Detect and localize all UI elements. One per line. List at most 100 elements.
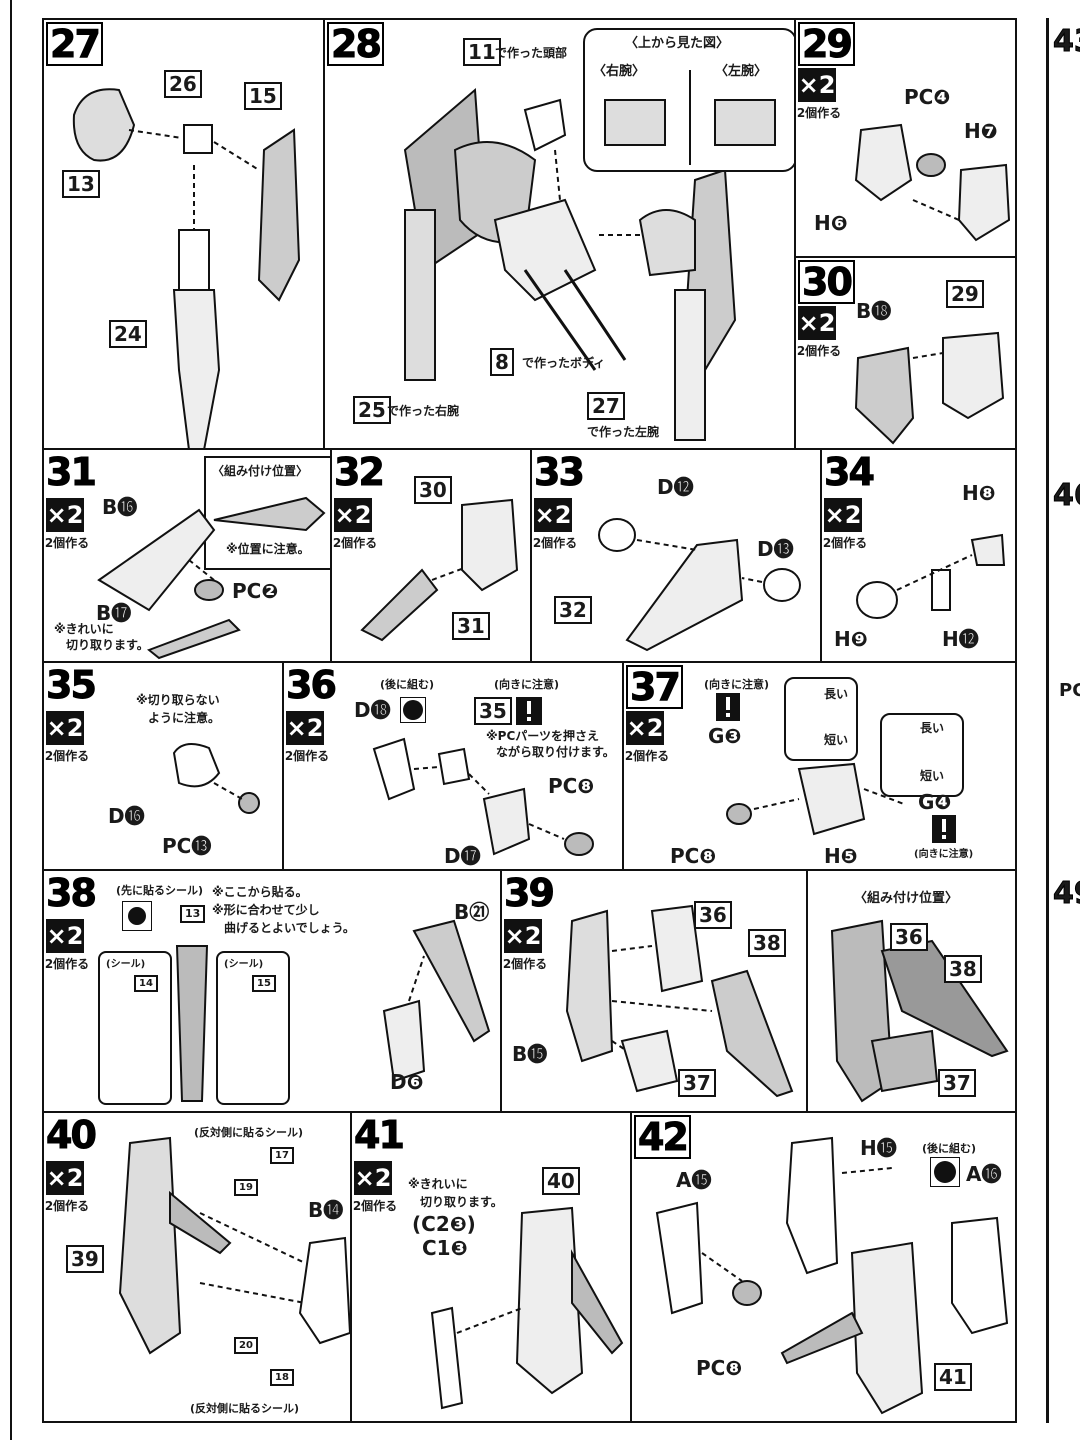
g4-part-label: G❹ bbox=[918, 790, 952, 814]
seal-note-line2: ※形に合わせて少し bbox=[212, 903, 320, 917]
c23-part-label: (C2❸) bbox=[412, 1212, 476, 1236]
multiplier-caption: 2個作る bbox=[44, 536, 90, 550]
seal-label-left: (シール) bbox=[106, 959, 146, 970]
part-27-label: 27 bbox=[587, 392, 625, 420]
part-13-label: 13 bbox=[62, 170, 100, 198]
exclamation-icon-2 bbox=[932, 815, 956, 843]
step-number: 29 bbox=[798, 22, 855, 66]
multiplier-badge: ×2 bbox=[46, 711, 84, 745]
step-42-panel: 42 A⓯ PC❽ H⓯ (後に組む) A⓰ 41 bbox=[630, 1111, 1017, 1423]
seal-19-label: 19 bbox=[234, 1179, 258, 1196]
pc-note-line2: ながら取り付けます。 bbox=[496, 745, 615, 759]
step-28-panel: 28 〈上から見た図〉 bbox=[323, 18, 796, 450]
step-number: 41 bbox=[354, 1113, 406, 1157]
position-note: ※位置に注意。 bbox=[226, 542, 310, 556]
step-number: 32 bbox=[334, 450, 386, 494]
seal-label-right: (シール) bbox=[224, 959, 264, 970]
pc8-part-label: PC❽ bbox=[670, 844, 717, 868]
part-36-label: 36 bbox=[694, 901, 732, 929]
step-31-panel: 31 ×2 2個作る 〈組み付け位置〉 ※位置に注意。 B⓰ PC❷ B⓱ ※き… bbox=[42, 448, 332, 663]
cut-note-line1: ※きれいに bbox=[408, 1177, 468, 1191]
seal-18-label: 18 bbox=[270, 1369, 294, 1386]
seal-15-label: 15 bbox=[252, 975, 276, 992]
multiplier-badge: ×2 bbox=[46, 1161, 84, 1195]
multiplier-caption: 2個作る bbox=[796, 344, 842, 358]
h7-part-label: H❼ bbox=[964, 119, 998, 143]
h15-part-label: H⓯ bbox=[860, 1136, 897, 1160]
part-35-ref: 35 bbox=[474, 697, 512, 725]
step-number: 33 bbox=[534, 450, 586, 494]
seal-13-label: 13 bbox=[180, 905, 206, 923]
g4-length-callout bbox=[880, 713, 964, 797]
step-37-illustration bbox=[724, 749, 954, 859]
g4-short-label: 短い bbox=[920, 769, 945, 783]
seal-note-line3: 曲げるとよいでしょう。 bbox=[224, 921, 355, 935]
step-39-illustration bbox=[552, 891, 802, 1111]
part-15-label: 15 bbox=[244, 82, 282, 110]
step-35-panel: 35 ×2 2個作る ※切り取らない ように注意。 D⓰ PC⓭ bbox=[42, 661, 284, 871]
part-36-label-2: 36 bbox=[890, 923, 928, 951]
cut-note-line2: 切り取ります。 bbox=[66, 638, 149, 652]
step-36-illustration bbox=[364, 729, 614, 869]
h9-part-label: H❾ bbox=[834, 627, 868, 651]
black-circle-icon bbox=[929, 1156, 961, 1188]
multiplier-badge: ×2 bbox=[798, 68, 836, 102]
b15-part-label: B⓯ bbox=[512, 1042, 548, 1066]
pc13-part-label: PC⓭ bbox=[162, 834, 212, 858]
b16-part-label: B⓰ bbox=[102, 495, 138, 519]
part-25-label: 25 bbox=[353, 396, 391, 424]
part-30-label: 30 bbox=[414, 476, 452, 504]
step-34-illustration bbox=[852, 510, 1012, 640]
step-33-illustration bbox=[587, 490, 817, 660]
step-30-illustration bbox=[848, 318, 1013, 448]
d18-part-label: D⓲ bbox=[354, 698, 391, 722]
multiplier-caption: 2個作る bbox=[44, 957, 90, 971]
step-32-illustration bbox=[352, 480, 527, 660]
left-arm-label: 〈左腕〉 bbox=[715, 64, 768, 79]
step-number-49: 49 bbox=[1053, 876, 1080, 912]
part-39-label: 39 bbox=[66, 1245, 104, 1273]
step-38-illustration bbox=[324, 891, 499, 1111]
seal-20-label: 20 bbox=[234, 1337, 258, 1354]
part-29-label: 29 bbox=[946, 280, 984, 308]
part-26-label: 26 bbox=[164, 70, 202, 98]
step-40-panel: 40 ×2 2個作る (反対側に貼るシール) 17 19 B⓮ 39 20 18… bbox=[42, 1111, 352, 1423]
multiplier-badge: ×2 bbox=[798, 306, 836, 340]
part-31-label: 31 bbox=[452, 612, 490, 640]
step-29-panel: 29 ×2 2個作る PC❹ H❼ H❻ bbox=[794, 18, 1017, 258]
step-number: 42 bbox=[634, 1115, 691, 1159]
black-circle-icon bbox=[399, 696, 427, 724]
multiplier-badge: ×2 bbox=[534, 498, 572, 532]
seal-14-inset bbox=[98, 951, 172, 1105]
part-41-label: 41 bbox=[934, 1363, 972, 1391]
step-41-illustration bbox=[422, 1193, 627, 1418]
step-41-panel: 41 ×2 2個作る ※きれいに 切り取ります。 (C2❸) C1❸ 40 bbox=[350, 1111, 632, 1423]
multiplier-badge: ×2 bbox=[46, 498, 84, 532]
opposite-seal-label: (反対側に貼るシール) bbox=[194, 1126, 304, 1139]
g3-part-label: G❸ bbox=[708, 724, 742, 748]
step-number: 40 bbox=[46, 1113, 98, 1157]
part-32-label: 32 bbox=[554, 596, 592, 624]
right-page-edge: 43 46 PC 49 bbox=[1046, 18, 1080, 1423]
panel-divider bbox=[806, 871, 808, 1111]
step-number: 31 bbox=[46, 450, 98, 494]
step-number-43: 43 bbox=[1053, 24, 1080, 60]
pc8-part-label: PC❽ bbox=[548, 774, 595, 798]
step-34-panel: 34 ×2 2個作る H❽ H❾ H⓬ bbox=[820, 448, 1017, 663]
multiplier-badge: ×2 bbox=[46, 919, 84, 953]
body-caption: で作ったボディ bbox=[522, 356, 606, 370]
multiplier-badge: ×2 bbox=[286, 711, 324, 745]
g3-length-callout bbox=[784, 677, 858, 761]
step-33-panel: 33 ×2 2個作る D⓬ D⓭ 32 bbox=[530, 448, 822, 663]
step-42-right-illustration bbox=[772, 1133, 1012, 1418]
pc2-part-label: PC❷ bbox=[232, 579, 279, 603]
step-35-illustration bbox=[124, 733, 274, 833]
step-number: 34 bbox=[824, 450, 876, 494]
b14-part-label: B⓮ bbox=[308, 1198, 344, 1222]
part-8-label: 8 bbox=[490, 348, 514, 376]
multiplier-caption: 2個作る bbox=[332, 536, 378, 550]
cut-note-line2: 切り取ります。 bbox=[420, 1195, 503, 1209]
step-number: 30 bbox=[798, 260, 855, 304]
step-number: 37 bbox=[626, 665, 683, 709]
multiplier-caption: 2個作る bbox=[796, 106, 842, 120]
